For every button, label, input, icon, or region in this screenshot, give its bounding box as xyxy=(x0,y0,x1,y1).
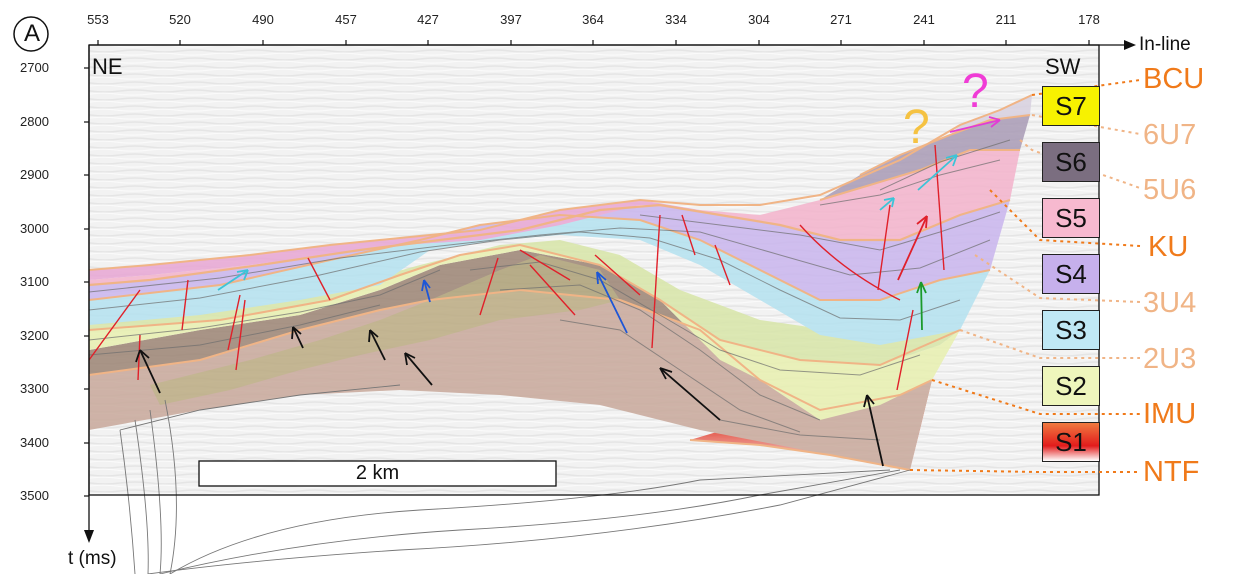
left-tick-label: 3100 xyxy=(20,274,49,289)
unit-box-s4: S4 xyxy=(1042,254,1100,294)
top-tick-label: 397 xyxy=(500,12,522,27)
top-tick-label: 241 xyxy=(913,12,935,27)
unit-s2-upper xyxy=(89,240,960,365)
top-tick-label: 178 xyxy=(1078,12,1100,27)
horizon-ntf xyxy=(689,439,911,471)
top-tick-label: 271 xyxy=(830,12,852,27)
left-axis-title: t (ms) xyxy=(68,548,117,569)
surface-label-6u7: 6U7 xyxy=(1143,119,1197,151)
scale-bar-label: 2 km xyxy=(355,462,400,484)
top-axis-arrowhead xyxy=(1124,40,1136,50)
top-tick-label: 364 xyxy=(582,12,604,27)
panel-label: A xyxy=(23,20,40,47)
left-tick-marks xyxy=(84,67,89,497)
unit-box-s3: S3 xyxy=(1042,310,1100,350)
surface-label-3u4: 3U4 xyxy=(1143,287,1197,319)
arrows xyxy=(135,116,1001,467)
left-tick-label: 3400 xyxy=(20,435,49,450)
surface-label-bcu: BCU xyxy=(1143,63,1205,95)
top-tick-label: 334 xyxy=(665,12,687,27)
panel-label-circle xyxy=(13,16,49,52)
corner-label-sw: SW xyxy=(1045,54,1081,79)
horizon-imu xyxy=(88,288,933,412)
left-tick-label: 2700 xyxy=(20,60,49,75)
left-axis-arrowhead xyxy=(84,530,94,543)
basement-lines xyxy=(119,384,911,574)
unit-s5-body xyxy=(89,150,1020,285)
left-tick-label: 2900 xyxy=(20,167,49,182)
unit-s6-body xyxy=(820,115,1030,200)
surface-label-5u6: 5U6 xyxy=(1143,174,1197,206)
horizon-bcu xyxy=(88,94,1033,271)
unit-box-s1: S1 xyxy=(1042,422,1100,462)
top-axis-title: In-line xyxy=(1139,34,1191,55)
left-tick-label: 3500 xyxy=(20,488,49,503)
question-mark-magenta: ? xyxy=(962,65,989,118)
left-tick-label: 3200 xyxy=(20,328,49,343)
unit-box-s5: S5 xyxy=(1042,198,1100,238)
top-tick-label: 211 xyxy=(995,12,1017,27)
left-tick-label: 3300 xyxy=(20,381,49,396)
horizon-5u6 xyxy=(819,149,1020,201)
top-tick-label: 520 xyxy=(169,12,191,27)
unit-box-s7: S7 xyxy=(1042,86,1100,126)
surface-label-imu: IMU xyxy=(1143,398,1197,430)
horizon-2u3 xyxy=(88,243,961,367)
seismic-units xyxy=(89,95,1032,470)
unit-s3-body xyxy=(89,215,990,345)
surface-label-2u3: 2U3 xyxy=(1143,343,1197,375)
surface-label-ku: KU xyxy=(1148,231,1189,263)
question-mark-yellow: ? xyxy=(903,101,930,154)
top-tick-marks xyxy=(97,40,1090,45)
faults xyxy=(88,144,945,391)
horizon-ku xyxy=(88,198,1011,287)
horizon-6u7 xyxy=(859,114,1031,176)
left-tick-label: 2800 xyxy=(20,114,49,129)
top-tick-label: 553 xyxy=(87,12,109,27)
surface-label-ntf: NTF xyxy=(1143,456,1200,488)
unit-box-s2: S2 xyxy=(1042,366,1100,406)
left-tick-label: 3000 xyxy=(20,221,49,236)
unit-brown-lower xyxy=(89,290,932,470)
corner-label-ne: NE xyxy=(92,54,123,79)
unit-top-strip xyxy=(89,200,700,280)
horizon-lines xyxy=(88,94,1033,471)
unit-box-s6: S6 xyxy=(1042,142,1100,182)
connector-lines xyxy=(909,79,1141,473)
top-tick-label: 457 xyxy=(335,12,357,27)
scale-bar xyxy=(198,460,557,487)
top-tick-label: 427 xyxy=(417,12,439,27)
top-tick-label: 304 xyxy=(748,12,770,27)
top-tick-label: 490 xyxy=(252,12,274,27)
